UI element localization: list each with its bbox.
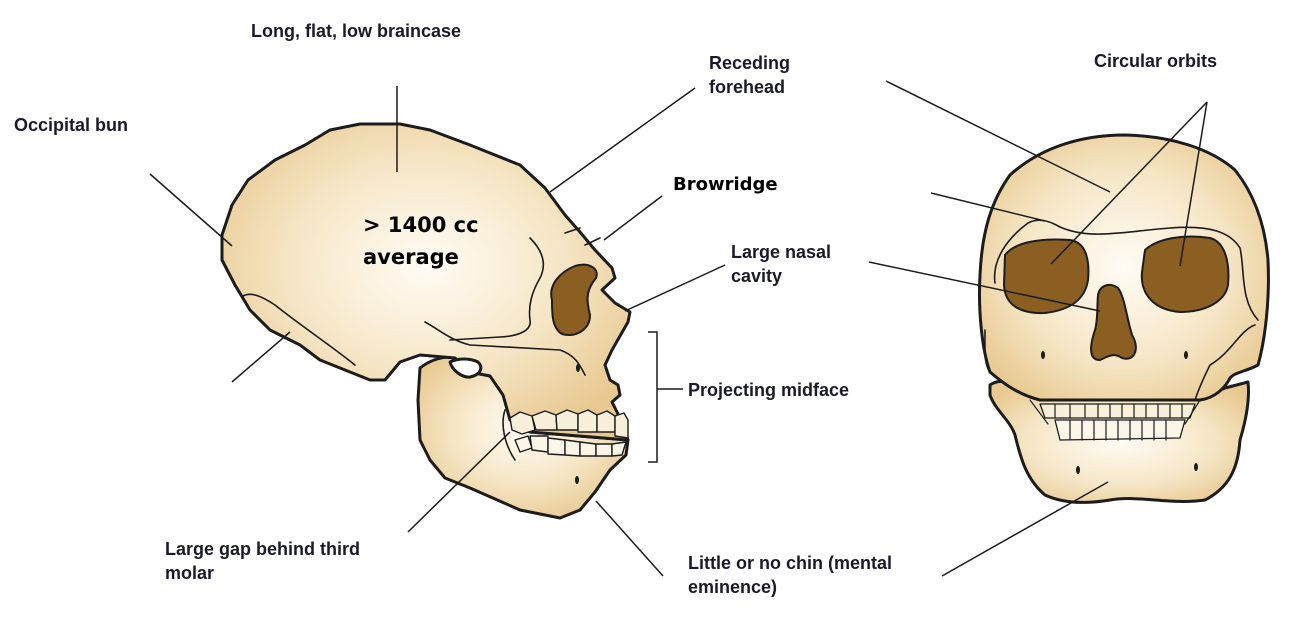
orbit-left-leader bbox=[1050, 101, 1208, 265]
orbit-right-leader bbox=[1179, 101, 1208, 267]
label-projecting-midface: Projecting midface bbox=[688, 380, 850, 400]
cranial-capacity-note: average bbox=[363, 245, 459, 269]
lateral-upper-teeth bbox=[509, 409, 629, 439]
cranial-capacity-value: > 1400 cc bbox=[363, 213, 479, 237]
frontal-zygomatic-line-left bbox=[984, 329, 991, 373]
frontal-brow-line bbox=[993, 219, 1259, 321]
occipital-leader bbox=[149, 173, 233, 247]
label-large-gap-third-molar: Large gap behind third molar bbox=[165, 539, 361, 583]
molar-gap-leader bbox=[407, 431, 511, 533]
frontal-cranium bbox=[978, 133, 1270, 402]
lateral-orbit bbox=[550, 263, 598, 336]
leader-lines bbox=[149, 80, 1208, 577]
browridge-leader bbox=[603, 195, 663, 241]
temporal-line bbox=[449, 237, 545, 341]
chin-lateral-leader bbox=[595, 500, 664, 577]
frontal-skull bbox=[978, 133, 1270, 504]
frontal-upper-teeth bbox=[1039, 403, 1196, 419]
nuchal-line bbox=[242, 293, 356, 366]
nasal-frontal-leader bbox=[868, 261, 1101, 312]
ear-opening bbox=[448, 357, 483, 379]
forehead-frontal-leader bbox=[885, 80, 1111, 193]
mental-foramen bbox=[575, 476, 579, 484]
midface-bracket bbox=[648, 331, 658, 463]
brow-line-lower bbox=[584, 237, 601, 246]
brow-line-upper bbox=[564, 227, 581, 234]
zygomatic-line bbox=[424, 321, 586, 376]
forehead-leader bbox=[549, 87, 696, 193]
label-receding-forehead: Receding forehead bbox=[709, 53, 791, 97]
nasal-lateral-leader bbox=[624, 264, 726, 312]
frontal-orbit-left bbox=[1003, 238, 1090, 315]
browridge-frontal-leader bbox=[930, 192, 1046, 222]
frontal-nasal-cavity bbox=[1090, 283, 1137, 361]
infraorbital-foramen bbox=[576, 364, 580, 372]
lateral-skull bbox=[220, 122, 632, 520]
frontal-zygomatic-line-right bbox=[1194, 324, 1256, 401]
occipital-lower-leader bbox=[231, 331, 291, 383]
label-occipital-bun: Occipital bun bbox=[14, 115, 129, 135]
lateral-lower-teeth bbox=[514, 435, 627, 457]
chin-frontal-leader bbox=[941, 481, 1109, 577]
label-circular-orbits: Circular orbits bbox=[1094, 51, 1218, 71]
label-browridge: Browridge bbox=[673, 174, 778, 195]
frontal-orbit-right bbox=[1140, 235, 1230, 313]
label-large-nasal-cavity: Large nasal cavity bbox=[731, 242, 832, 286]
ramus-line bbox=[502, 409, 516, 461]
label-braincase: Long, flat, low braincase bbox=[251, 21, 462, 41]
label-little-or-no-chin: Little or no chin (mental eminence) bbox=[688, 553, 893, 597]
